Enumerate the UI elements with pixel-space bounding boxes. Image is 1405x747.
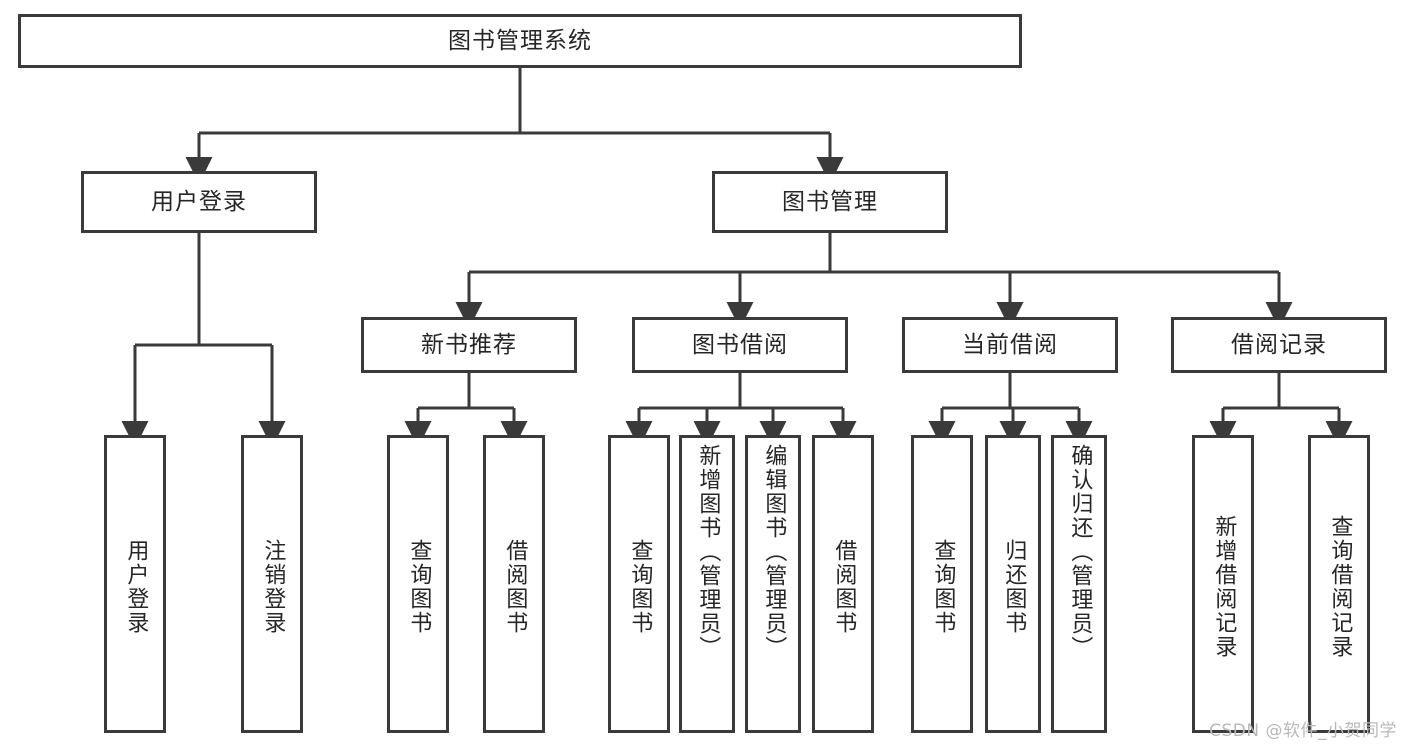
leaf-add-borrow-record[interactable]: 新增借阅记录	[1192, 435, 1254, 733]
leaf-add-book-admin[interactable]: 新增图书（管理员）	[679, 435, 735, 733]
leaf-query-borrow-record-label: 查询借阅记录	[1327, 515, 1353, 659]
leaf-query-borrow-record[interactable]: 查询借阅记录	[1308, 435, 1370, 733]
node-book-management-label: 图书管理	[782, 188, 878, 215]
leaf-user-login[interactable]: 用户登录	[104, 435, 166, 733]
csdn-watermark: CSDN @软件_小贺同学	[1209, 721, 1397, 741]
leaf-edit-book-admin-label: 编辑图书（管理员）	[761, 444, 787, 660]
leaf-return-book[interactable]: 归还图书	[985, 435, 1041, 733]
node-book-management[interactable]: 图书管理	[712, 171, 948, 233]
node-book-borrow[interactable]: 图书借阅	[632, 317, 848, 373]
node-borrow-record-label: 借阅记录	[1231, 331, 1327, 358]
leaf-borrow-book-borrow[interactable]: 借阅图书	[812, 435, 874, 733]
leaf-query-book-newbook[interactable]: 查询图书	[387, 435, 449, 733]
leaf-edit-book-admin[interactable]: 编辑图书（管理员）	[745, 435, 801, 733]
leaf-borrow-book-newbook[interactable]: 借阅图书	[483, 435, 545, 733]
leaf-borrow-book-borrow-label: 借阅图书	[831, 539, 857, 635]
node-user-login-label: 用户登录	[151, 188, 247, 215]
node-root-system-label: 图书管理系统	[448, 27, 592, 54]
node-root-system[interactable]: 图书管理系统	[18, 14, 1022, 68]
leaf-user-login-label: 用户登录	[123, 539, 149, 635]
node-user-login[interactable]: 用户登录	[81, 171, 317, 233]
leaf-return-book-label: 归还图书	[1001, 539, 1027, 635]
leaf-add-borrow-record-label: 新增借阅记录	[1211, 515, 1237, 659]
leaf-confirm-return-admin-label: 确认归还（管理员）	[1067, 444, 1093, 660]
node-borrow-record[interactable]: 借阅记录	[1171, 317, 1387, 373]
leaf-logout-login[interactable]: 注销登录	[241, 435, 303, 733]
leaf-logout-login-label: 注销登录	[260, 539, 286, 635]
node-new-book-recommend-label: 新书推荐	[421, 331, 517, 358]
leaf-query-book-borrow-label: 查询图书	[627, 539, 653, 635]
leaf-confirm-return-admin[interactable]: 确认归还（管理员）	[1051, 435, 1107, 733]
leaf-query-book-current[interactable]: 查询图书	[911, 435, 973, 733]
leaf-add-book-admin-label: 新增图书（管理员）	[695, 444, 721, 660]
leaf-query-book-borrow[interactable]: 查询图书	[608, 435, 670, 733]
node-new-book-recommend[interactable]: 新书推荐	[361, 317, 577, 373]
leaf-query-book-newbook-label: 查询图书	[406, 539, 432, 635]
leaf-query-book-current-label: 查询图书	[930, 539, 956, 635]
leaf-borrow-book-newbook-label: 借阅图书	[502, 539, 528, 635]
node-current-borrow[interactable]: 当前借阅	[902, 317, 1118, 373]
node-book-borrow-label: 图书借阅	[692, 331, 788, 358]
node-current-borrow-label: 当前借阅	[962, 331, 1058, 358]
